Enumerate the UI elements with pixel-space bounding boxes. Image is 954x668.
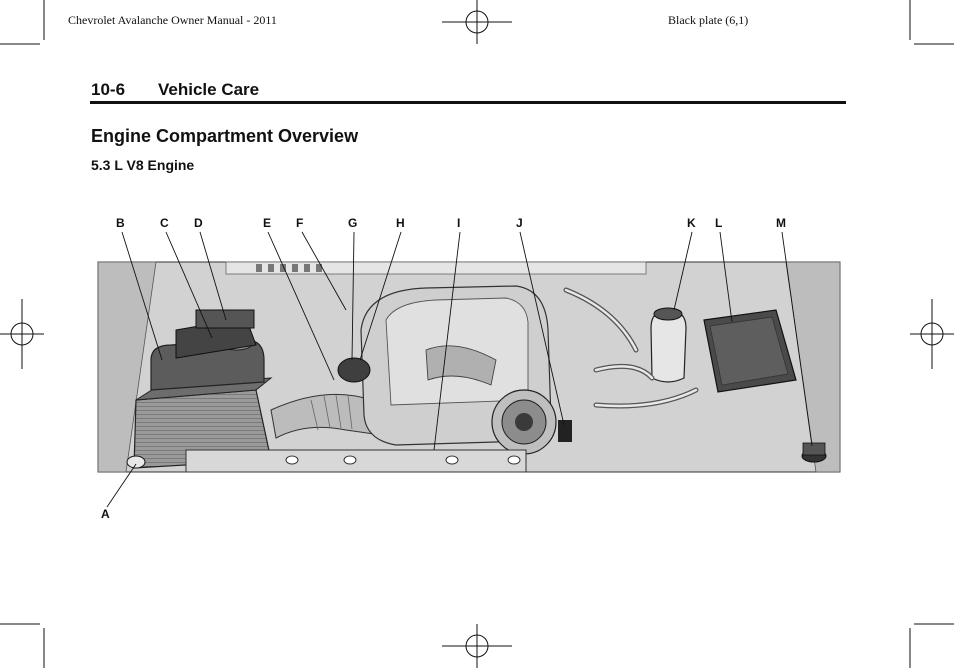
leader-line-j: [519, 231, 565, 426]
engine-compartment-illustration: A B C D E F G H I J K L M: [97, 216, 841, 521]
header-rule: [90, 101, 846, 104]
callout-a: A: [101, 507, 110, 521]
callout-e: E: [263, 216, 271, 230]
leader-line-c: [165, 231, 213, 339]
callout-l: L: [715, 216, 722, 230]
section-number: 10-6: [91, 80, 126, 99]
leader-line-k: [673, 231, 693, 311]
leader-line-i: [433, 231, 461, 451]
leader-line-l: [719, 231, 733, 323]
engine-bay-drawing: [97, 261, 841, 473]
page-title: Engine Compartment Overview: [91, 126, 359, 146]
callout-c: C: [160, 216, 169, 230]
running-header-title: Chevrolet Avalanche Owner Manual - 2011: [68, 13, 277, 27]
leader-line-h: [359, 231, 402, 361]
callout-f: F: [296, 216, 303, 230]
leader-line-m: [781, 231, 813, 447]
leader-line-d: [199, 231, 227, 321]
callout-h: H: [396, 216, 405, 230]
section-title: Vehicle Care: [158, 80, 260, 99]
leader-line-g: [351, 231, 355, 361]
page-subtitle: 5.3 L V8 Engine: [91, 157, 195, 173]
callout-d: D: [194, 216, 203, 230]
leader-line-f: [301, 231, 347, 311]
callout-k: K: [687, 216, 696, 230]
registration-mark-icon: [442, 0, 512, 44]
leader-line-b: [121, 231, 163, 361]
running-header-plate: Black plate (6,1): [668, 13, 749, 27]
leader-line-e: [267, 231, 335, 381]
registration-mark-icon: [442, 624, 512, 668]
callout-m: M: [776, 216, 786, 230]
registration-mark-icon: [0, 299, 44, 369]
callout-j: J: [516, 216, 523, 230]
callout-g: G: [348, 216, 357, 230]
leader-line-a: [106, 463, 137, 508]
callout-b: B: [116, 216, 125, 230]
callout-i: I: [457, 216, 460, 230]
registration-mark-icon: [910, 299, 954, 369]
callout-leader-lines: [106, 231, 813, 508]
